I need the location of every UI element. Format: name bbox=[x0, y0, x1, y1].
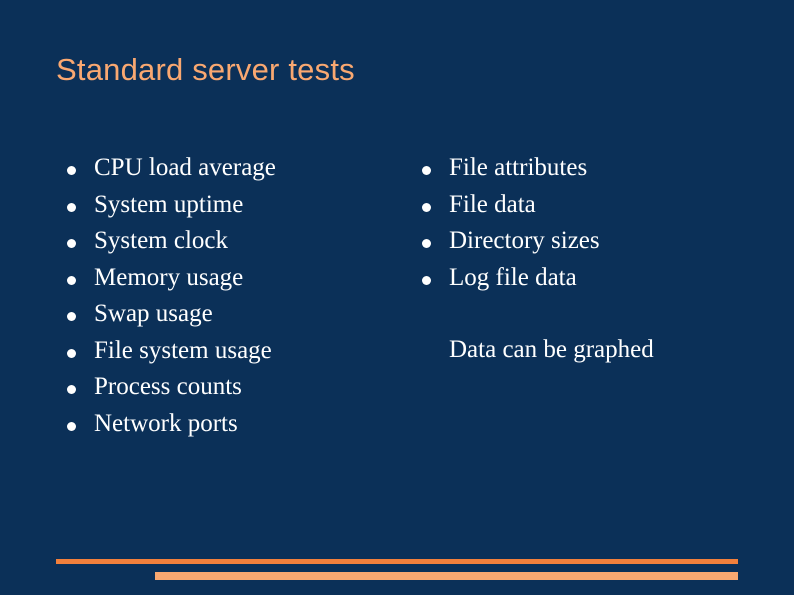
graph-note: Data can be graphed bbox=[449, 336, 654, 363]
bullet-dot-icon bbox=[422, 166, 431, 175]
list-item: File data bbox=[411, 187, 746, 224]
list-item-label: Swap usage bbox=[94, 300, 213, 327]
bullet-dot-icon bbox=[67, 312, 76, 321]
list-item: File attributes bbox=[411, 150, 746, 187]
list-item-label: File data bbox=[449, 190, 536, 218]
list-item-label: Process counts bbox=[94, 373, 242, 400]
list-item-label: Directory sizes bbox=[449, 227, 600, 254]
bullet-dot-icon bbox=[67, 239, 76, 248]
list-item-label: File attributes bbox=[449, 154, 588, 181]
bullet-dot-icon bbox=[67, 348, 76, 358]
bullet-dot-icon bbox=[422, 239, 431, 248]
footer-rule-top bbox=[56, 559, 738, 564]
list-item: System uptime bbox=[56, 187, 411, 224]
list-item: Swap usage bbox=[56, 296, 411, 333]
bullet-dot-icon bbox=[67, 166, 76, 175]
footer-rule-bottom bbox=[155, 572, 738, 580]
list-item: File system usage bbox=[56, 333, 411, 370]
list-item: Directory sizes bbox=[411, 223, 746, 260]
list-item-label: Log file data bbox=[449, 263, 577, 291]
bullet-dot-icon bbox=[422, 202, 431, 212]
list-item-label: File system usage bbox=[94, 336, 272, 364]
left-column: CPU load average System uptime System cl… bbox=[56, 150, 411, 442]
left-bullet-list: CPU load average System uptime System cl… bbox=[56, 150, 411, 442]
list-item: Log file data bbox=[411, 260, 746, 297]
bullet-dot-icon bbox=[67, 275, 76, 285]
right-bullet-list: File attributes File data Directory size… bbox=[411, 150, 746, 296]
list-item: System clock bbox=[56, 223, 411, 260]
bullet-dot-icon bbox=[67, 385, 76, 394]
list-item: CPU load average bbox=[56, 150, 411, 187]
list-item-label: CPU load average bbox=[94, 154, 276, 181]
list-item-label: Network ports bbox=[94, 409, 238, 437]
list-item-label: System clock bbox=[94, 227, 229, 254]
list-item-label: System uptime bbox=[94, 190, 244, 218]
bullet-dot-icon bbox=[67, 202, 76, 212]
content-columns: CPU load average System uptime System cl… bbox=[56, 150, 746, 442]
list-item: Memory usage bbox=[56, 260, 411, 297]
list-item: Network ports bbox=[56, 406, 411, 443]
right-column: File attributes File data Directory size… bbox=[411, 150, 746, 442]
bullet-dot-icon bbox=[422, 275, 431, 285]
page-title: Standard server tests bbox=[56, 52, 355, 87]
list-item: Process counts bbox=[56, 369, 411, 406]
list-item-label: Memory usage bbox=[94, 263, 244, 291]
bullet-dot-icon bbox=[67, 421, 76, 431]
